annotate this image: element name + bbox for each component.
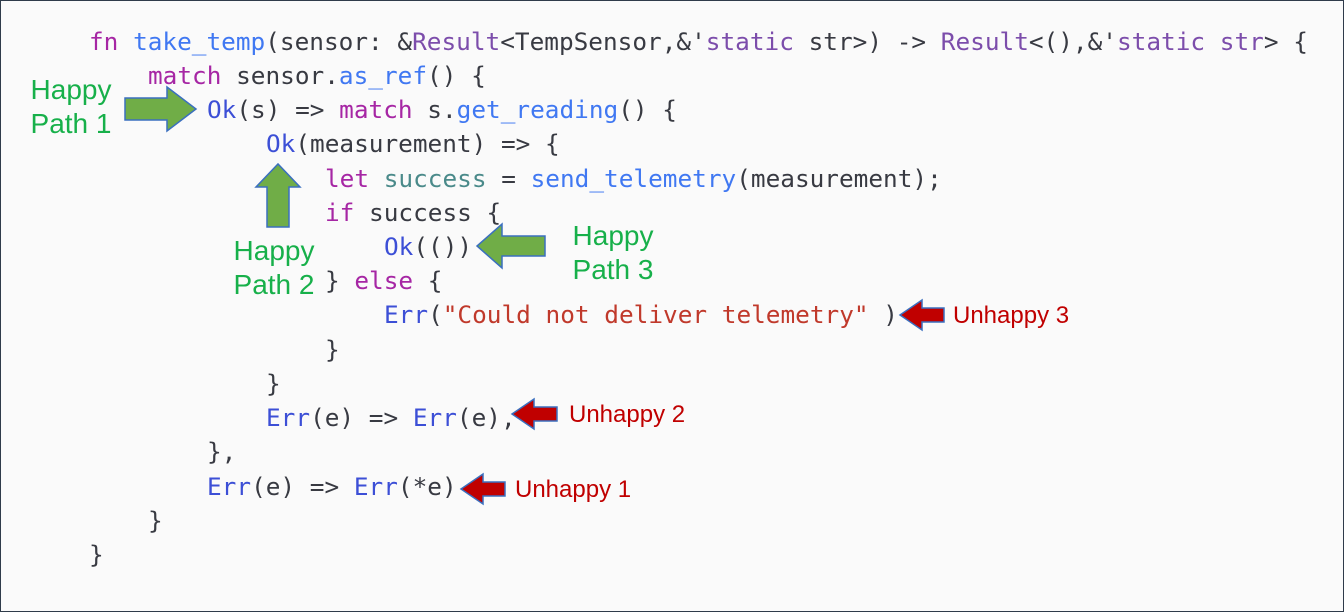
happy-path-1-label: Happy Path 1 [23, 73, 119, 141]
code-token: (e) => [251, 472, 354, 501]
code-token: <(),&' [1028, 27, 1117, 56]
code-line-9: Err("Could not deliver telemetry" ) [384, 300, 898, 330]
code-token: sensor. [221, 61, 339, 90]
label-line: Happy [572, 220, 654, 251]
code-token: Result [940, 27, 1029, 56]
code-token: else [354, 266, 414, 295]
code-token: static [705, 27, 794, 56]
happy-path-2-arrow [254, 162, 302, 228]
code-line-15: } [148, 506, 163, 536]
code-token: Err [266, 403, 311, 432]
code-token: str [1219, 27, 1264, 56]
code-token: Err [412, 403, 457, 432]
code-token: } [266, 369, 281, 398]
code-line-11: } [266, 369, 281, 399]
code-token: }, [207, 437, 237, 466]
code-line-16: } [89, 540, 104, 570]
happy-path-2-label: Happy Path 2 [226, 234, 322, 302]
happy-path-3-label: Happy Path 3 [565, 219, 661, 287]
code-token: ) [868, 300, 898, 329]
code-token: Err [207, 472, 252, 501]
code-token: Ok [384, 232, 414, 261]
label-line: Path 1 [30, 108, 112, 139]
code-token: Ok [207, 95, 237, 124]
code-token: let [325, 164, 370, 193]
code-token: fn [89, 27, 119, 56]
code-line-3: Ok(s) => match s.get_reading() { [207, 95, 677, 125]
code-token: Err [384, 300, 429, 329]
code-token: } [89, 540, 104, 569]
code-token: Err [353, 472, 398, 501]
label-line: Path 2 [233, 269, 315, 300]
happy-path-3-arrow [475, 222, 546, 270]
code-token: () { [427, 61, 486, 90]
label-line: Path 3 [572, 254, 654, 285]
code-token: success [383, 164, 487, 193]
code-token: (s) => [236, 95, 340, 124]
code-token: take_temp [133, 27, 266, 56]
code-token: (measurement) => { [295, 129, 560, 158]
code-line-12: Err(e) => Err(e), [266, 403, 516, 433]
code-token: match [339, 95, 413, 124]
code-token: (()) [413, 232, 473, 261]
code-token: () { [618, 95, 677, 124]
unhappy-1-label: Unhappy 1 [515, 476, 632, 503]
code-token: "Could not deliver telemetry" [442, 300, 869, 329]
code-token: } [148, 506, 163, 535]
code-token: send_telemetry [530, 164, 737, 193]
code-token: match [148, 61, 222, 90]
code-token: get_reading [456, 95, 619, 124]
label-line: Happy [233, 235, 315, 266]
code-line-14: Err(e) => Err(*e) [207, 472, 457, 502]
code-token: Ok [266, 129, 296, 158]
unhappy-3-arrow [898, 298, 945, 332]
code-token: (e) => [310, 403, 413, 432]
code-token: = [486, 164, 531, 193]
code-token: { [413, 266, 443, 295]
code-token: Result [412, 27, 501, 56]
unhappy-2-label: Unhappy 2 [569, 401, 686, 428]
code-line-5: let success = send_telemetry(measurement… [325, 164, 942, 194]
code-token: as_ref [338, 61, 428, 90]
label-line: Happy [30, 74, 112, 105]
code-token: (e), [456, 403, 516, 432]
code-token: ( [428, 300, 443, 329]
code-line-10: } [325, 335, 340, 365]
code-token: if [325, 198, 355, 227]
code-token: (sensor: & [265, 27, 413, 56]
code-token: success { [354, 198, 502, 227]
unhappy-3-label: Unhappy 3 [953, 302, 1070, 329]
code-token: s. [412, 95, 457, 124]
code-token: <TempSensor,&' [500, 27, 706, 56]
code-line-1: fn take_temp(sensor: &Result<TempSensor,… [89, 27, 1308, 57]
code-line-6: if success { [325, 198, 501, 228]
happy-path-1-arrow [124, 85, 198, 133]
code-token: > { [1263, 27, 1308, 56]
code-token: (measurement); [736, 164, 942, 193]
unhappy-1-arrow [459, 472, 506, 506]
code-line-2: match sensor.as_ref() { [148, 61, 486, 91]
code-line-8: } else { [325, 266, 443, 296]
code-token: } [325, 335, 340, 364]
code-line-4: Ok(measurement) => { [266, 129, 560, 159]
code-token: (*e) [397, 472, 457, 501]
code-line-7: Ok(()) [384, 232, 472, 262]
code-line-13: }, [207, 437, 236, 467]
unhappy-2-arrow [510, 397, 558, 431]
code-token: } [325, 266, 355, 295]
code-token: static [1116, 27, 1206, 56]
code-token: str>) -> [793, 27, 941, 56]
